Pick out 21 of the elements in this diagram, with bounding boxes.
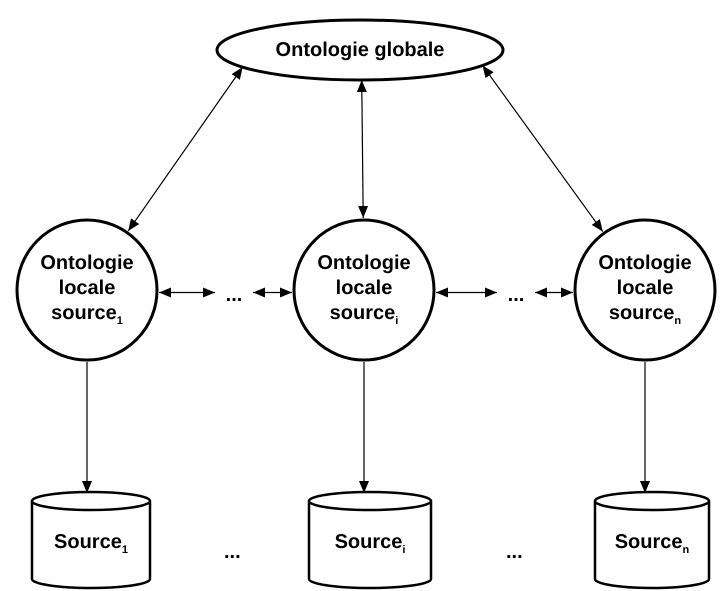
arrow — [359, 362, 369, 493]
arrow — [535, 288, 573, 298]
arrow — [253, 288, 292, 298]
ellipsis-text: ... — [508, 282, 524, 308]
arrow — [128, 66, 244, 232]
node-label: Ontologie locale source$_{n}$ — [597, 251, 693, 329]
node-label: Ontologie locale source$_{i}$ — [316, 251, 412, 329]
node-label: Ontologie locale source$_{1}$ — [39, 251, 135, 329]
node-label: Source$_{i}$ — [334, 530, 406, 558]
arrow — [640, 362, 650, 493]
arrow — [82, 362, 92, 493]
node-label: Source$_{1}$ — [54, 530, 128, 558]
ellipsis-text: ... — [226, 282, 242, 308]
node-label: Source$_{n}$ — [614, 530, 690, 558]
ellipsis-text: ... — [506, 541, 523, 564]
node-label: Ontologie globale — [276, 38, 444, 62]
arrow — [159, 288, 215, 298]
arrow — [436, 288, 497, 298]
arrow — [482, 65, 604, 232]
ellipsis-text: ... — [224, 541, 241, 564]
arrow — [356, 80, 368, 218]
